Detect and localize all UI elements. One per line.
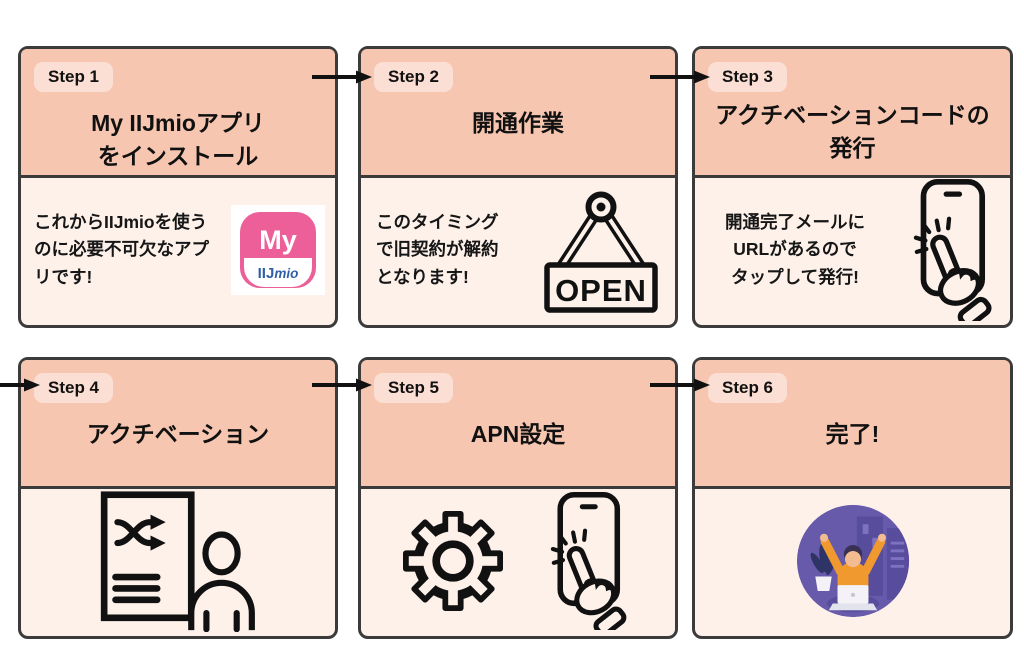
step-6-badge: Step 6 xyxy=(708,373,788,403)
step-2-header: Step 2 開通作業 xyxy=(361,49,675,178)
my-iijmio-app-icon: My IIJmio xyxy=(231,205,325,295)
step-card-3: Step 3 アクチベーションコードの 発行 開通完了メールに URLがあるので… xyxy=(692,46,1013,328)
arrow-step1-to-step2 xyxy=(312,70,372,84)
step-3-description: 開通完了メールに URLがあるので タップして発行! xyxy=(725,212,865,287)
laptop xyxy=(828,585,877,611)
open-sign-icon: OPEN xyxy=(544,191,658,313)
step-3-header: Step 3 アクチベーションコードの 発行 xyxy=(695,49,1010,178)
step-4-title: アクチベーション xyxy=(86,421,270,447)
step-6-title: 完了! xyxy=(825,421,880,447)
step-2-body: このタイミング で旧契約が解約 となります! OPEN xyxy=(361,178,675,322)
phone-tap-icon xyxy=(913,179,992,321)
step-card-5: Step 5 APN設定 xyxy=(358,357,678,639)
step-4-header: Step 4 アクチベーション xyxy=(21,360,335,489)
arrow-step4-to-step5 xyxy=(312,378,372,392)
phone-tap-icon xyxy=(550,492,627,630)
step-3-title: アクチベーションコードの 発行 xyxy=(715,102,990,161)
step-1-description: これからIIJmioを使う のに必要不可欠なアプ リです! xyxy=(34,212,209,287)
svg-text:My: My xyxy=(259,225,297,255)
step-2-badge: Step 2 xyxy=(374,62,454,92)
plant xyxy=(810,543,836,591)
step-1-badge: Step 1 xyxy=(34,62,114,92)
step-card-2: Step 2 開通作業 このタイミング で旧契約が解約 となります! OPEN xyxy=(358,46,678,328)
arrow-step5-to-step6 xyxy=(650,378,710,392)
step-card-4: Step 4 アクチベーション xyxy=(18,357,338,639)
step-6-header: Step 6 完了! xyxy=(695,360,1010,489)
step-3-badge: Step 3 xyxy=(708,62,788,92)
svg-text:OPEN: OPEN xyxy=(555,273,647,308)
step-5-title: APN設定 xyxy=(470,421,566,447)
step-card-6: Step 6 完了! xyxy=(692,357,1013,639)
step-5-body xyxy=(361,489,675,633)
step-6-body xyxy=(695,489,1010,633)
step-1-header: Step 1 My IIJmioアプリ をインストール xyxy=(21,49,335,178)
step-3-body: 開通完了メールに URLがあるので タップして発行! xyxy=(695,178,1010,322)
gear-icon xyxy=(403,511,503,611)
arrow-wrap-to-step4 xyxy=(0,378,40,392)
step-card-1: Step 1 My IIJmioアプリ をインストール これからIIJmioを使… xyxy=(18,46,338,328)
step-4-body xyxy=(21,489,335,633)
step-1-title: My IIJmioアプリ をインストール xyxy=(91,110,265,169)
step-1-body: これからIIJmioを使う のに必要不可欠なアプ リです! My IIJmio xyxy=(21,178,335,322)
step-5-header: Step 5 APN設定 xyxy=(361,360,675,489)
step-5-badge: Step 5 xyxy=(374,373,454,403)
step-2-description: このタイミング で旧契約が解約 となります! xyxy=(376,212,499,287)
svg-text:IIJmio: IIJmio xyxy=(258,265,299,282)
my-iijmio-app-logo: My IIJmio xyxy=(240,212,316,288)
shuffle-document-person-icon xyxy=(100,491,255,632)
step-2-title: 開通作業 xyxy=(472,110,564,136)
arrow-step2-to-step3 xyxy=(650,70,710,84)
step-4-badge: Step 4 xyxy=(34,373,114,403)
celebration-illustration xyxy=(796,504,909,618)
